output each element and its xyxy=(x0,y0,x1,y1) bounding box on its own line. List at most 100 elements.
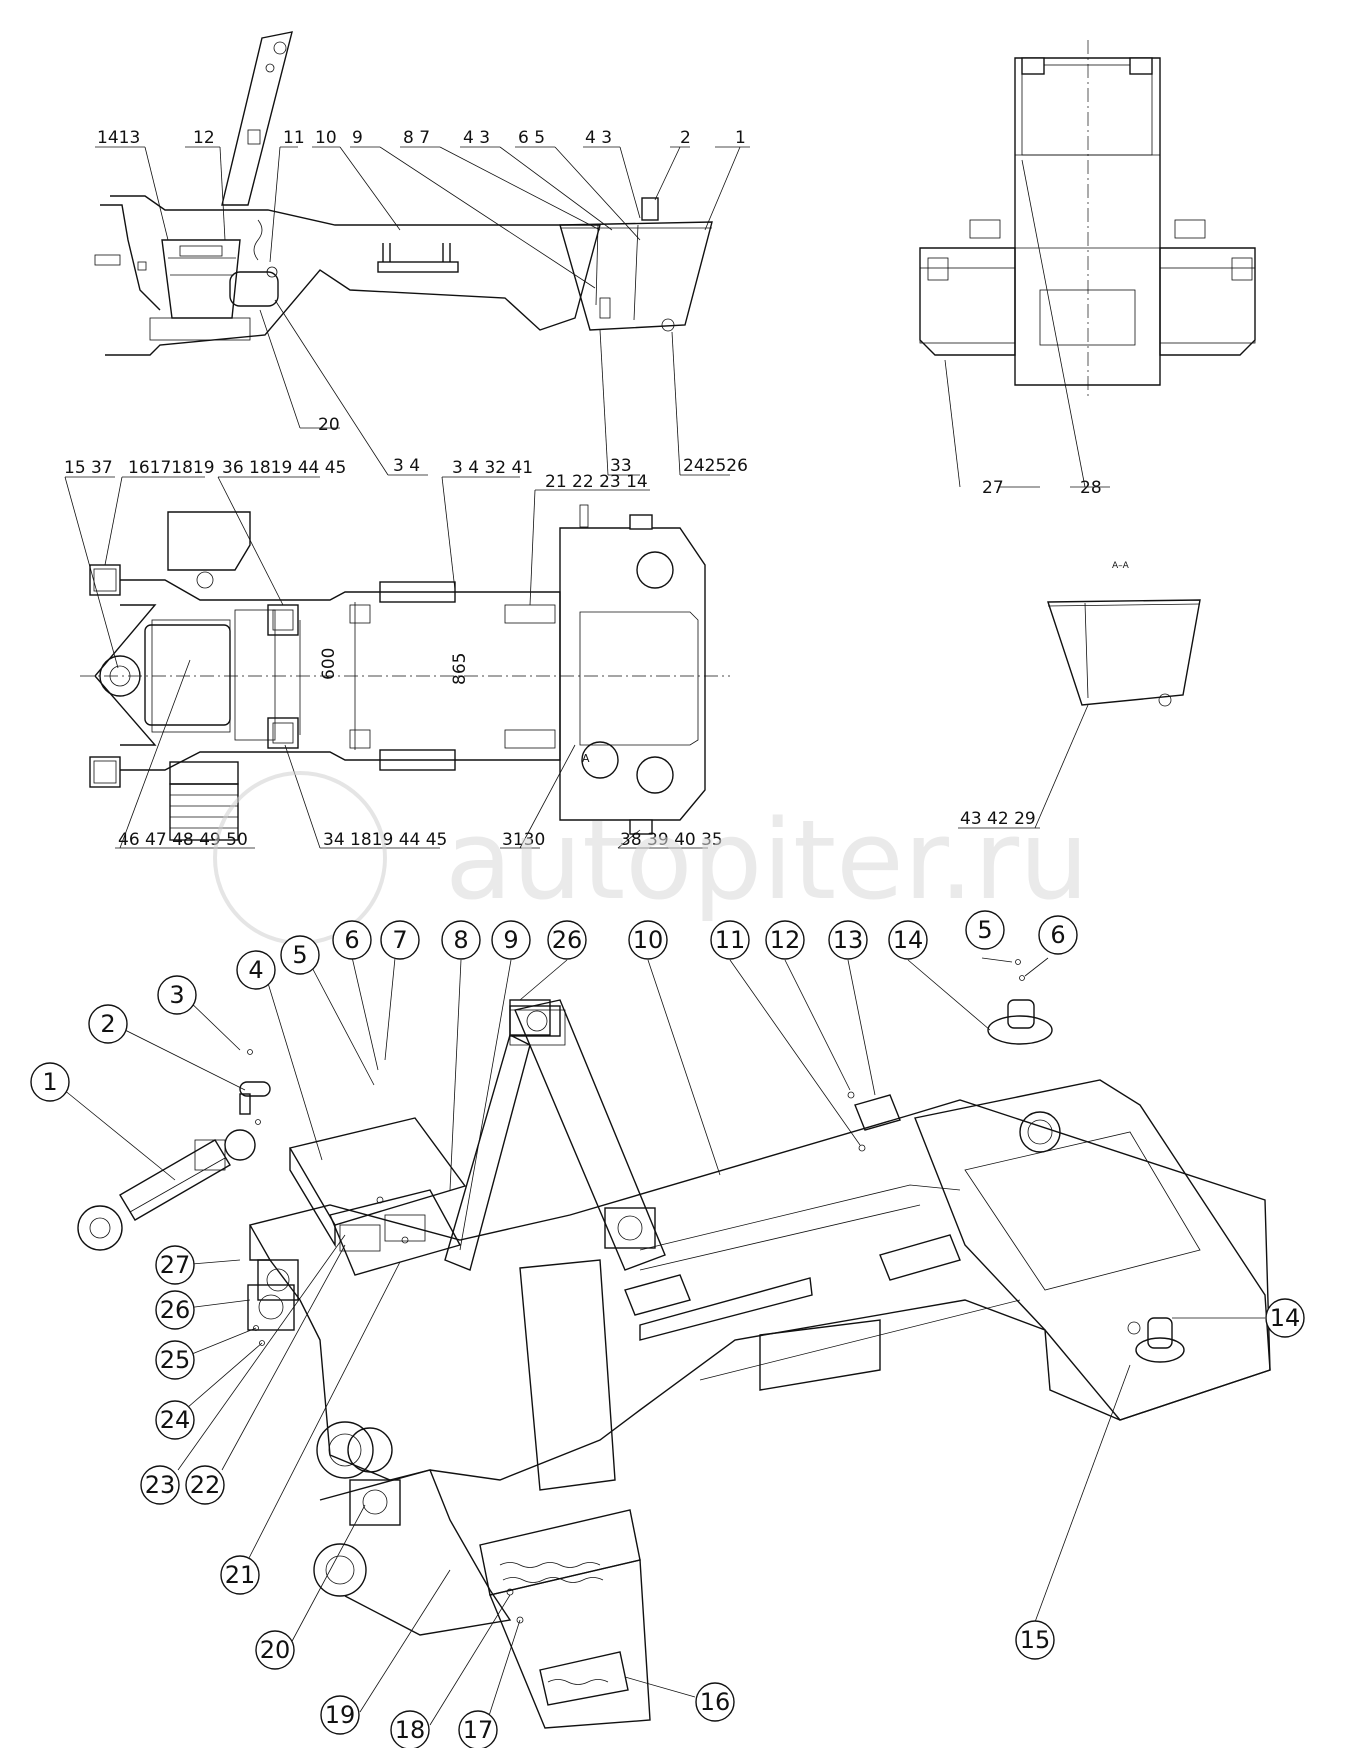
top-label-46-50: 46 47 48 49 50 xyxy=(118,830,248,850)
svg-text:3: 3 xyxy=(169,981,184,1009)
callout-4: 4 xyxy=(236,950,276,990)
watermark-text: autopiter.ru xyxy=(445,796,1089,924)
svg-text:20: 20 xyxy=(260,1636,291,1664)
side-label-33: 33 xyxy=(610,456,632,476)
svg-text:12: 12 xyxy=(770,926,801,954)
svg-text:23: 23 xyxy=(145,1471,176,1499)
callout-16: 16 xyxy=(695,1682,735,1722)
callout-26-top: 26 xyxy=(547,920,587,960)
callout-8: 8 xyxy=(441,920,481,960)
callout-9: 9 xyxy=(491,920,531,960)
side-label-242526: 242526 xyxy=(683,456,748,476)
side-label-4-3-b: 4 3 xyxy=(585,128,612,148)
callout-6: 6 xyxy=(332,920,372,960)
svg-text:26: 26 xyxy=(160,1296,191,1324)
svg-text:27: 27 xyxy=(160,1251,191,1279)
svg-text:16: 16 xyxy=(700,1688,731,1716)
side-label-4-3-a: 4 3 xyxy=(463,128,490,148)
top-label-36-1819-44-45: 36 1819 44 45 xyxy=(222,458,346,478)
svg-text:11: 11 xyxy=(715,926,746,954)
callout-22: 22 xyxy=(185,1465,225,1505)
callout-26: 26 xyxy=(155,1290,195,1330)
dim-600: 600 xyxy=(319,648,339,680)
svg-text:14: 14 xyxy=(893,926,924,954)
callout-19: 19 xyxy=(320,1695,360,1735)
top-label-21-22-23-14: 21 22 23 14 xyxy=(545,472,648,492)
callout-5: 5 xyxy=(280,935,320,975)
top-label-16171819: 16171819 xyxy=(128,458,215,478)
front-label-28: 28 xyxy=(1080,478,1102,498)
callout-1: 1 xyxy=(30,1062,70,1102)
top-view: 600 865 15 37 16171819 36 1819 44 45 3 4… xyxy=(64,458,730,850)
section-marker: A xyxy=(582,752,590,765)
front-view: 27 28 xyxy=(919,40,1256,498)
svg-text:5: 5 xyxy=(977,916,992,944)
svg-text:24: 24 xyxy=(160,1406,191,1434)
side-label-8-7: 8 7 xyxy=(403,128,430,148)
callout-17: 17 xyxy=(458,1710,498,1750)
side-label-9: 9 xyxy=(352,128,363,148)
callout-12: 12 xyxy=(765,920,805,960)
svg-text:8: 8 xyxy=(453,926,468,954)
svg-text:6: 6 xyxy=(1050,921,1065,949)
svg-text:9: 9 xyxy=(503,926,518,954)
callout-21: 21 xyxy=(220,1555,260,1595)
callout-13: 13 xyxy=(828,920,868,960)
svg-text:10: 10 xyxy=(633,926,664,954)
top-label-3130: 3130 xyxy=(502,830,545,850)
callout-7: 7 xyxy=(380,920,420,960)
svg-text:22: 22 xyxy=(190,1471,221,1499)
side-label-12: 12 xyxy=(193,128,215,148)
section-label: 43 42 29 xyxy=(960,809,1036,829)
side-label-20: 20 xyxy=(318,415,340,435)
svg-text:1: 1 xyxy=(42,1068,57,1096)
svg-text:13: 13 xyxy=(833,926,864,954)
svg-text:18: 18 xyxy=(395,1716,426,1744)
side-label-3-4: 3 4 xyxy=(393,456,420,476)
svg-text:6: 6 xyxy=(344,926,359,954)
top-label-34-1819-44-45: 34 1819 44 45 xyxy=(323,830,447,850)
side-label-1413: 1413 xyxy=(97,128,140,148)
side-view: 1413 12 11 10 9 8 7 4 3 6 5 4 3 2 1 20 3… xyxy=(94,31,750,476)
section-a-a: A–A 43 42 29 A xyxy=(582,561,1201,829)
callout-11: 11 xyxy=(710,920,750,960)
callout-23: 23 xyxy=(140,1465,180,1505)
svg-text:26: 26 xyxy=(552,926,583,954)
svg-text:2: 2 xyxy=(100,1010,115,1038)
callout-14: 14 xyxy=(1265,1298,1305,1338)
callout-15: 15 xyxy=(1015,1620,1055,1660)
svg-text:21: 21 xyxy=(225,1561,256,1589)
callout-27: 27 xyxy=(155,1245,195,1285)
section-title: A–A xyxy=(1112,561,1130,571)
callouts: 1 2 3 4 5 6 7 8 9 26 10 11 12 13 14 5 6 … xyxy=(30,910,1305,1750)
callout-20: 20 xyxy=(255,1630,295,1670)
side-label-10: 10 xyxy=(315,128,337,148)
callout-25: 25 xyxy=(155,1340,195,1380)
callout-24: 24 xyxy=(155,1400,195,1440)
svg-text:14: 14 xyxy=(1270,1304,1301,1332)
top-label-15-37: 15 37 xyxy=(64,458,113,478)
top-label-3-4-32-41: 3 4 32 41 xyxy=(452,458,533,478)
callout-6-top: 6 xyxy=(1038,915,1078,955)
svg-text:7: 7 xyxy=(392,926,407,954)
top-label-38-39-40-35: 38 39 40 35 xyxy=(620,830,723,850)
svg-text:4: 4 xyxy=(248,956,263,984)
svg-text:15: 15 xyxy=(1020,1626,1051,1654)
dim-865: 865 xyxy=(450,653,470,685)
side-label-1: 1 xyxy=(735,128,746,148)
side-label-11: 11 xyxy=(283,128,305,148)
svg-text:17: 17 xyxy=(463,1716,494,1744)
front-label-27: 27 xyxy=(982,478,1004,498)
callout-3: 3 xyxy=(157,975,197,1015)
watermark: autopiter.ru xyxy=(213,771,1089,945)
callout-10: 10 xyxy=(628,920,668,960)
exploded-view xyxy=(57,956,1271,1729)
cylinder-part xyxy=(77,1129,256,1251)
callout-2: 2 xyxy=(88,1004,128,1044)
side-label-6-5: 6 5 xyxy=(518,128,545,148)
callout-18: 18 xyxy=(390,1710,430,1750)
callout-14-top: 14 xyxy=(888,920,928,960)
side-label-2: 2 xyxy=(680,128,691,148)
svg-text:25: 25 xyxy=(160,1346,191,1374)
